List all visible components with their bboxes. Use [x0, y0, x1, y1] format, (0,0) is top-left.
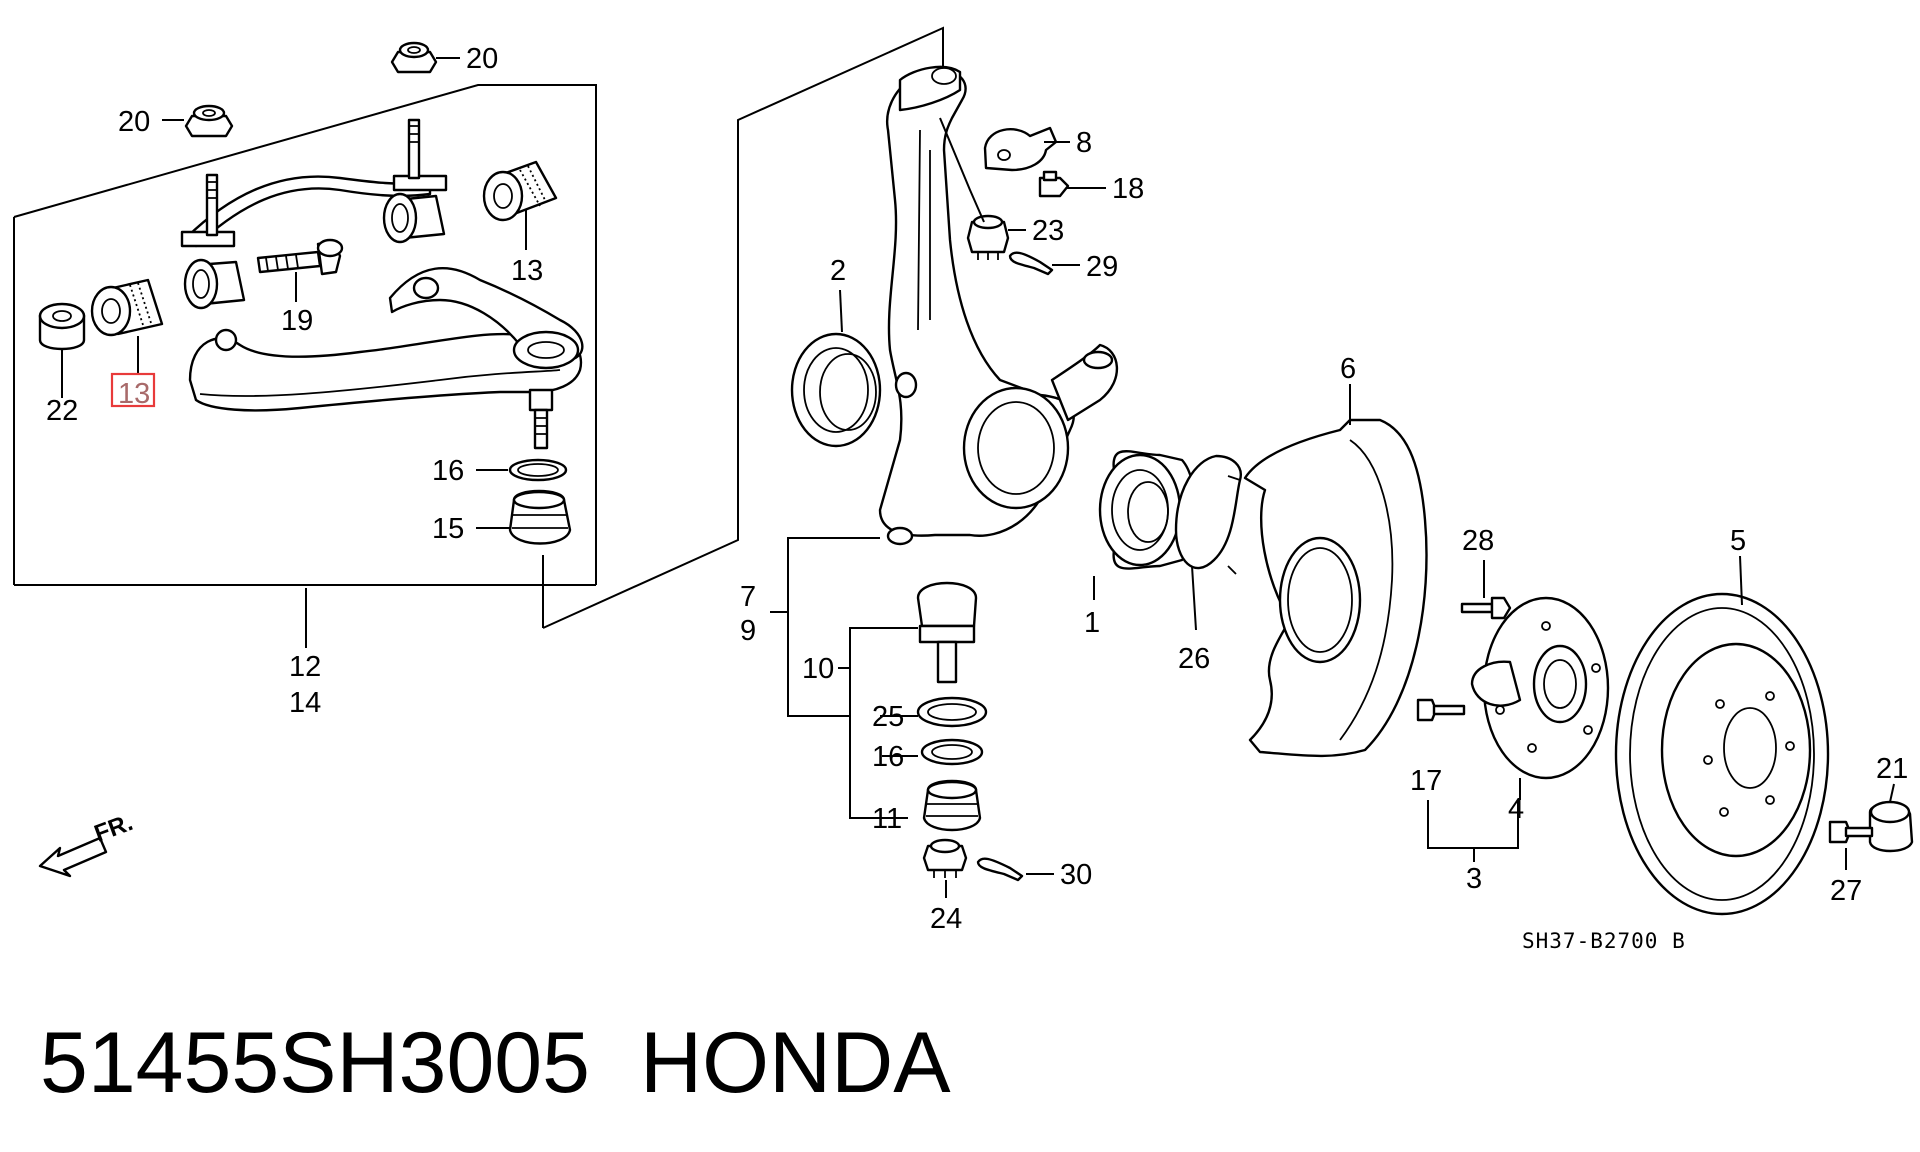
callout-28[interactable]: 28: [1462, 525, 1494, 557]
brand-name: HONDA: [640, 1015, 951, 1111]
steering-knuckle[interactable]: [878, 65, 1119, 546]
nut-22[interactable]: [38, 302, 86, 351]
highlight-box: [110, 372, 156, 408]
brake-disc-5[interactable]: [1614, 592, 1830, 916]
callout-30[interactable]: 30: [1060, 859, 1092, 891]
boot-15[interactable]: [508, 489, 572, 545]
callout-23[interactable]: 23: [1032, 215, 1064, 247]
bracket-8[interactable]: [983, 126, 1058, 172]
diagram-code: SH37-B2700 B: [1522, 929, 1686, 953]
nut-21[interactable]: [1868, 800, 1914, 853]
wheel-hub-4[interactable]: [1470, 596, 1610, 780]
callout-25[interactable]: 25: [872, 701, 904, 733]
direction-label: FR.: [91, 809, 137, 848]
callout-10[interactable]: 10: [802, 653, 834, 685]
callout-12[interactable]: 12: [289, 651, 321, 683]
bushing-13-left[interactable]: [90, 278, 164, 337]
callout-1[interactable]: 1: [1084, 607, 1100, 639]
callout-29[interactable]: 29: [1086, 251, 1118, 283]
upper-control-arm[interactable]: [188, 267, 584, 412]
castle-nut-24[interactable]: [922, 838, 968, 878]
callout-14[interactable]: 14: [289, 687, 321, 719]
callout-11[interactable]: 11: [872, 803, 902, 835]
callout-24[interactable]: 24: [930, 903, 962, 935]
bushing-13-right[interactable]: [482, 160, 558, 222]
callout-9[interactable]: 9: [740, 615, 756, 647]
upper-ball-joint-stud[interactable]: [528, 388, 554, 450]
circlip-26[interactable]: [1174, 454, 1242, 575]
callout-22[interactable]: 22: [46, 395, 78, 427]
hub-bearing-1[interactable]: [1098, 450, 1197, 570]
bolt-18[interactable]: [1038, 170, 1070, 198]
upper-arm-shaft[interactable]: [180, 118, 448, 248]
callout-8[interactable]: 8: [1076, 127, 1092, 159]
callout-15[interactable]: 15: [432, 513, 464, 545]
callout-13a[interactable]: 13: [511, 255, 543, 287]
dust-seal-2[interactable]: [790, 332, 882, 448]
flange-nut-20-top[interactable]: [390, 41, 438, 74]
upper-arm-frame: [13, 84, 597, 586]
callout-17[interactable]: 17: [1410, 765, 1442, 797]
snap-ring-16-upper[interactable]: [508, 458, 568, 482]
boot-11[interactable]: [922, 779, 982, 832]
flange-nut-20-left[interactable]: [184, 104, 234, 138]
callout-21[interactable]: 21: [1876, 753, 1908, 785]
retaining-ring-25[interactable]: [916, 696, 988, 728]
callout-6[interactable]: 6: [1340, 353, 1356, 385]
callout-20a[interactable]: 20: [466, 43, 498, 75]
callout-4[interactable]: 4: [1508, 793, 1524, 825]
callout-13b-highlighted[interactable]: 13: [118, 378, 150, 410]
bolt-28[interactable]: [1460, 596, 1512, 620]
bolt-19[interactable]: [256, 238, 344, 276]
cotter-pin-30[interactable]: [976, 857, 1024, 882]
lower-ball-joint-10[interactable]: [916, 581, 978, 684]
callout-labels: 20 20 13 19 22 13 16 15 12 14 8 18 23 29…: [46, 43, 1908, 953]
shaft-bushing-left[interactable]: [183, 258, 246, 310]
callout-16b[interactable]: 16: [872, 741, 904, 773]
knuckle-frame: [542, 26, 944, 629]
callout-3[interactable]: 3: [1466, 863, 1482, 895]
callout-2[interactable]: 2: [830, 255, 846, 287]
callout-18[interactable]: 18: [1112, 173, 1144, 205]
snap-ring-16-lower[interactable]: [920, 738, 984, 766]
callout-27[interactable]: 27: [1830, 875, 1862, 907]
front-direction-arrow-icon: FR.: [38, 809, 137, 878]
leader-lines: [61, 57, 1895, 898]
callout-16a[interactable]: 16: [432, 455, 464, 487]
splash-guard-6[interactable]: [1243, 418, 1428, 758]
callout-5[interactable]: 5: [1730, 525, 1746, 557]
cotter-pin-29[interactable]: [1008, 251, 1054, 276]
bolt-17[interactable]: [1416, 698, 1466, 722]
screw-27[interactable]: [1828, 820, 1874, 844]
callout-20b[interactable]: 20: [118, 106, 150, 138]
callout-7[interactable]: 7: [740, 581, 756, 613]
castle-nut-23[interactable]: [966, 214, 1010, 260]
shaft-bushing-right[interactable]: [382, 192, 446, 244]
callout-19[interactable]: 19: [281, 305, 313, 337]
part-number: 51455SH3005: [40, 1015, 590, 1111]
callout-26[interactable]: 26: [1178, 643, 1210, 675]
